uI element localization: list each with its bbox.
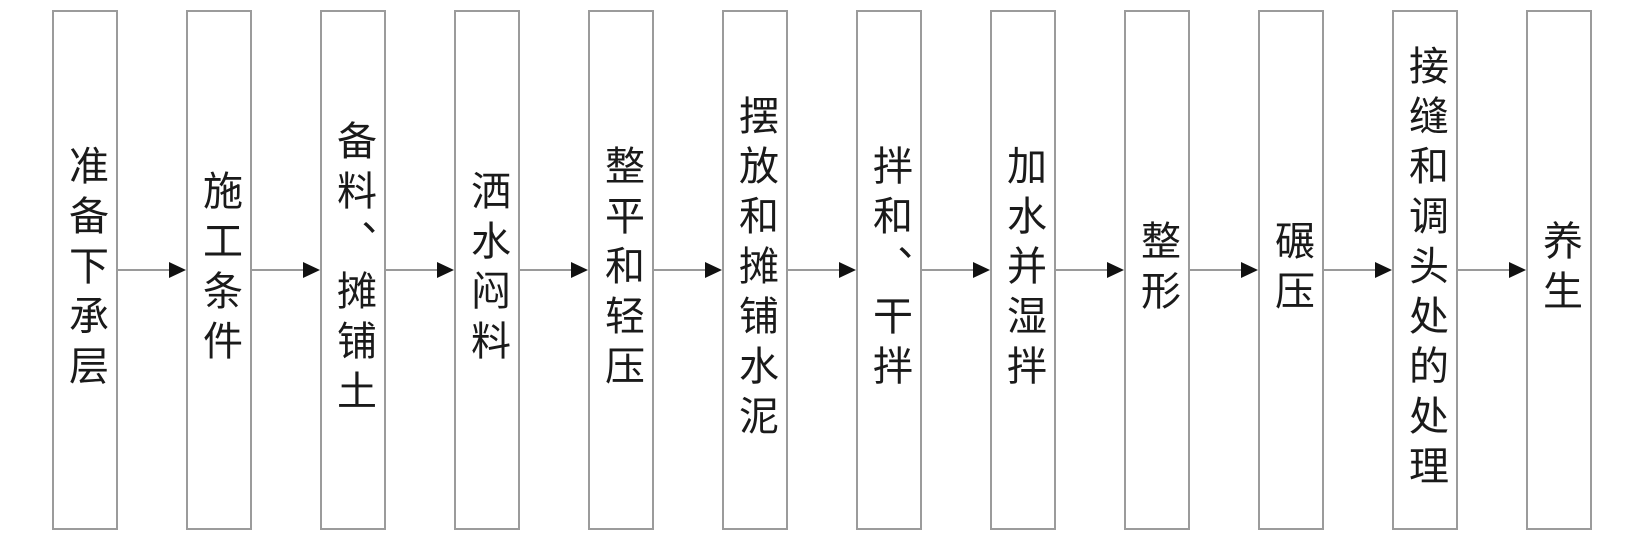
arrow-right-icon xyxy=(922,10,990,530)
process-flowchart: 准备下承层 施工条件 备料、摊铺土 洒水闷料 整平和轻压 xyxy=(0,10,1647,530)
arrow-right-icon xyxy=(654,10,722,530)
flow-step-label: 施工条件 xyxy=(196,170,242,370)
arrow-right-icon xyxy=(520,10,588,530)
flow-step-label: 加水并湿拌 xyxy=(1000,145,1046,395)
arrow-right-icon xyxy=(1324,10,1392,530)
arrow-head-icon xyxy=(303,262,320,278)
flow-step-label: 拌和、干拌 xyxy=(866,145,912,395)
arrow-head-icon xyxy=(169,262,186,278)
arrow-shaft xyxy=(252,269,303,271)
arrow-right-icon xyxy=(386,10,454,530)
arrow-head-icon xyxy=(571,262,588,278)
arrow-shaft xyxy=(1458,269,1509,271)
arrow-right-icon xyxy=(252,10,320,530)
arrow-head-icon xyxy=(437,262,454,278)
arrow-shaft xyxy=(922,269,973,271)
arrow-head-icon xyxy=(973,262,990,278)
flow-step-label: 碾压 xyxy=(1268,220,1314,320)
arrow-head-icon xyxy=(1375,262,1392,278)
flow-step-curing: 养生 xyxy=(1526,10,1592,530)
flow-step-add-water-wet-mix: 加水并湿拌 xyxy=(990,10,1056,530)
arrow-shaft xyxy=(118,269,169,271)
flow-step-level-light-compact: 整平和轻压 xyxy=(588,10,654,530)
flow-step-construction-conditions: 施工条件 xyxy=(186,10,252,530)
flow-step-place-spread-cement: 摆放和摊铺水泥 xyxy=(722,10,788,530)
flow-step-rolling-compaction: 碾压 xyxy=(1258,10,1324,530)
flow-step-prepare-subbase: 准备下承层 xyxy=(52,10,118,530)
flow-step-label: 整形 xyxy=(1134,220,1180,320)
arrow-right-icon xyxy=(118,10,186,530)
arrow-head-icon xyxy=(1107,262,1124,278)
flow-step-dry-mix: 拌和、干拌 xyxy=(856,10,922,530)
arrow-shaft xyxy=(1056,269,1107,271)
flow-step-prepare-spread-soil: 备料、摊铺土 xyxy=(320,10,386,530)
arrow-right-icon xyxy=(1458,10,1526,530)
arrow-shaft xyxy=(1190,269,1241,271)
flow-step-label: 洒水闷料 xyxy=(464,170,510,370)
arrow-shaft xyxy=(788,269,839,271)
flow-step-sprinkle-water: 洒水闷料 xyxy=(454,10,520,530)
flow-step-label: 准备下承层 xyxy=(62,145,108,395)
arrow-shaft xyxy=(520,269,571,271)
flow-step-label: 备料、摊铺土 xyxy=(330,120,376,420)
arrow-right-icon xyxy=(1056,10,1124,530)
arrow-shaft xyxy=(1324,269,1375,271)
arrow-head-icon xyxy=(1509,262,1526,278)
flow-step-label: 接缝和调头处的处理 xyxy=(1402,45,1448,495)
arrow-head-icon xyxy=(705,262,722,278)
arrow-head-icon xyxy=(839,262,856,278)
arrow-right-icon xyxy=(1190,10,1258,530)
flow-step-label: 养生 xyxy=(1536,220,1582,320)
flow-step-label: 整平和轻压 xyxy=(598,145,644,395)
arrow-right-icon xyxy=(788,10,856,530)
arrow-shaft xyxy=(654,269,705,271)
flow-step-label: 摆放和摊铺水泥 xyxy=(732,95,778,445)
flow-step-joint-turnaround-treatment: 接缝和调头处的处理 xyxy=(1392,10,1458,530)
arrow-shaft xyxy=(386,269,437,271)
arrow-head-icon xyxy=(1241,262,1258,278)
flow-step-shaping: 整形 xyxy=(1124,10,1190,530)
